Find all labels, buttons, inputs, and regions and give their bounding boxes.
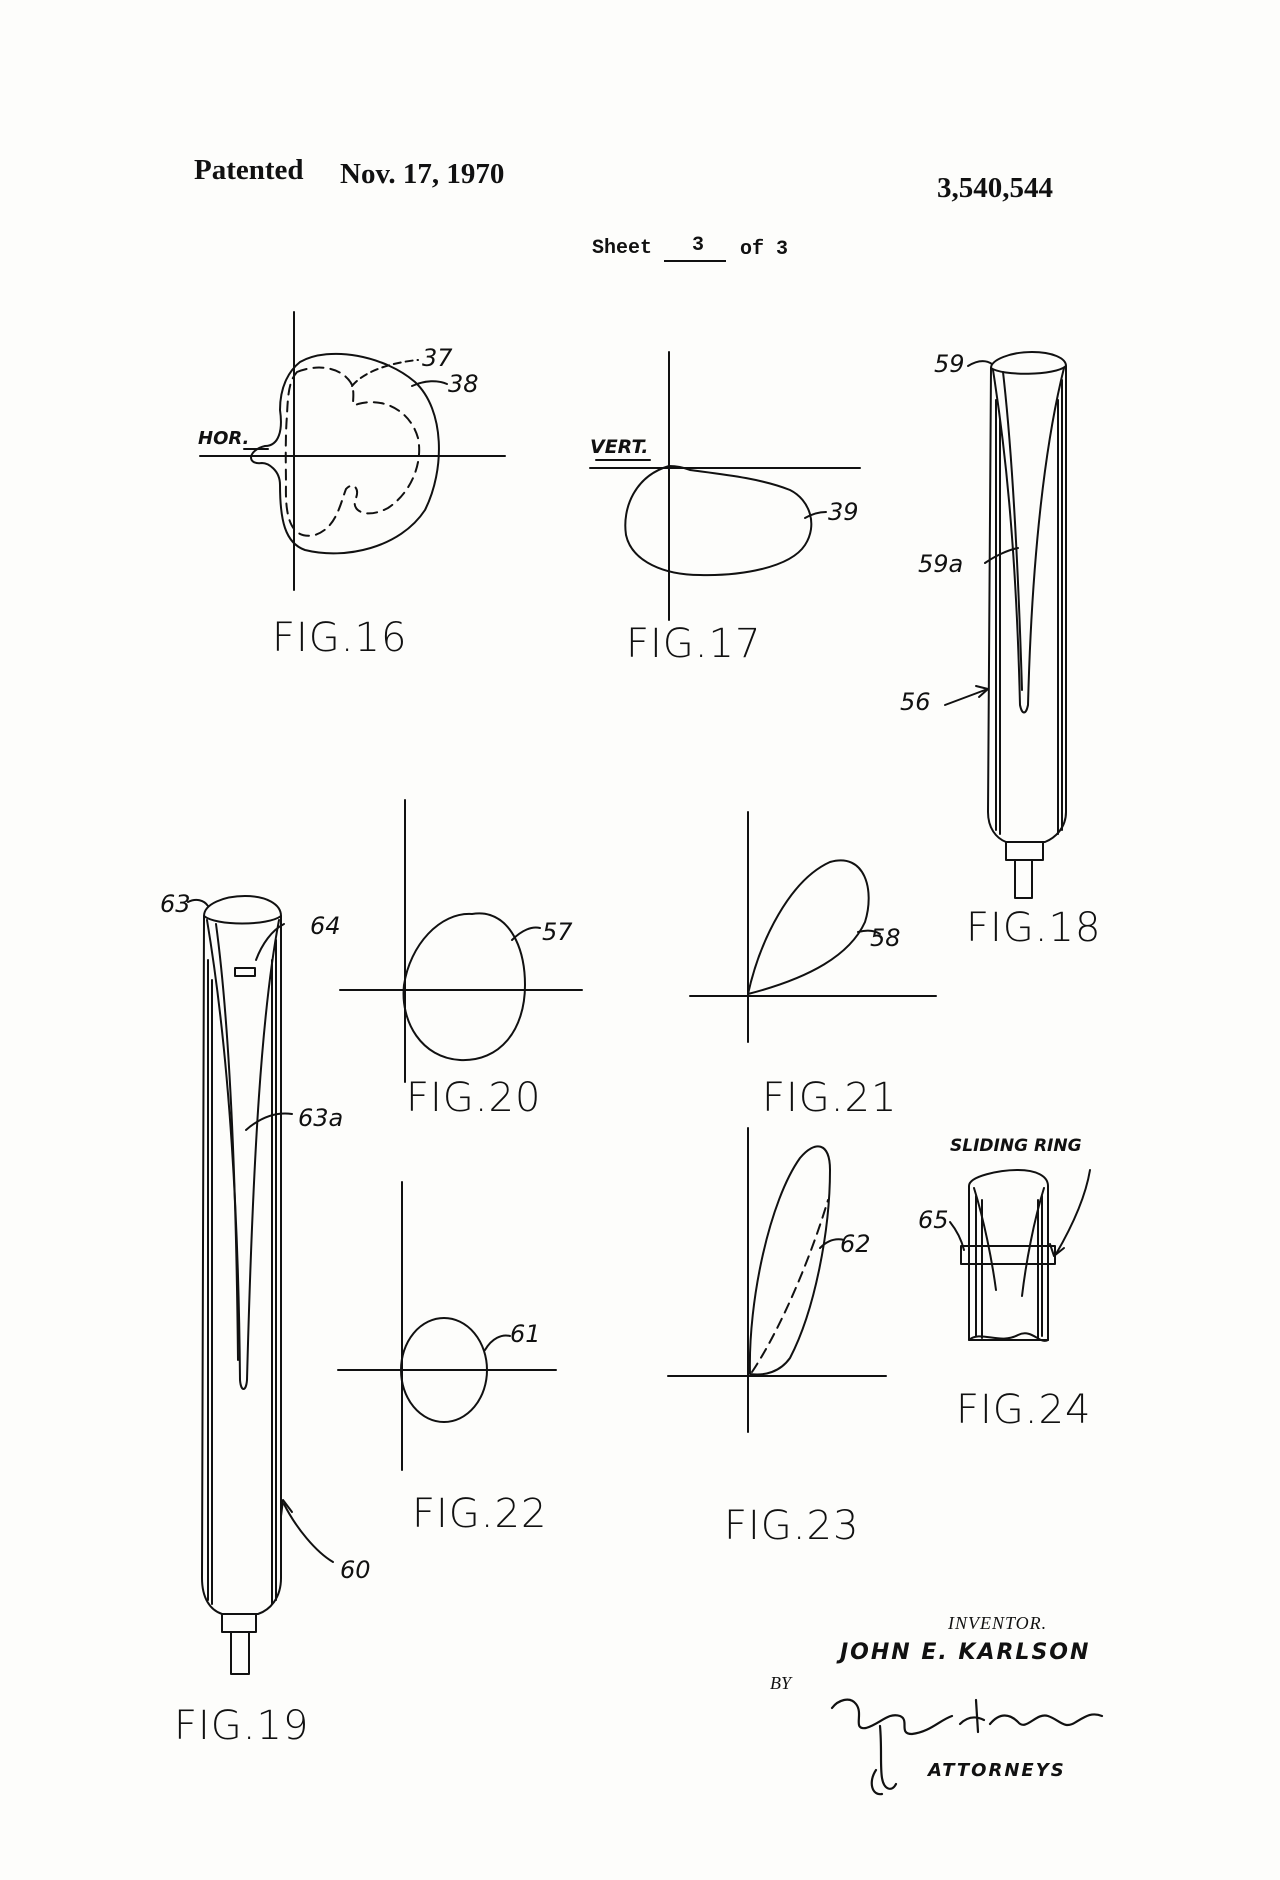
fig20-leader-57: [512, 928, 540, 941]
fig19-drawing: [188, 896, 333, 1674]
fig23-leader-62: [820, 1239, 844, 1248]
fig23-dashed-pattern: [752, 1200, 828, 1372]
fig20-ref-57: 57: [542, 918, 573, 946]
fig22-pattern-61: [401, 1318, 487, 1422]
fig16-axis-label: HOR.: [198, 428, 250, 449]
fig19-leader-60: [284, 1504, 333, 1562]
fig19-ref-63a: 63a: [298, 1104, 344, 1132]
fig23-drawing: [668, 1128, 886, 1432]
fig21-caption: FIG.21: [762, 1075, 898, 1121]
fig19-leader-63: [188, 900, 208, 906]
fig18-slot-59a: [993, 368, 1064, 713]
fig22-ref-61: 61: [510, 1320, 541, 1348]
by-label: BY: [770, 1673, 792, 1693]
fig18-ref-59: 59: [934, 350, 965, 378]
fig22-drawing: [338, 1182, 556, 1470]
fig18-leader-59a: [985, 548, 1018, 563]
fig18-stem: [1015, 860, 1032, 898]
fig24-drawing: [950, 1170, 1090, 1341]
sheet-total: of 3: [740, 238, 789, 261]
fig19-arrowhead-60: [281, 1500, 292, 1516]
fig17-ref-39: 39: [828, 498, 859, 526]
fig18-body-outline: [988, 352, 1066, 842]
fig19-slot-inner: [216, 924, 238, 1360]
fig24-arrowhead-ring: [1050, 1244, 1064, 1256]
fig23-ref-62: 62: [840, 1230, 871, 1258]
fig19-ref-60: 60: [340, 1556, 371, 1584]
fig18-caption: FIG.18: [966, 905, 1102, 951]
patent-date: Nov. 17, 1970: [340, 158, 505, 190]
patented-label: Patented: [194, 154, 304, 186]
fig24-shading: [976, 1196, 1042, 1338]
fig16-dashed-pattern-37: [286, 368, 419, 536]
fig17-leader-39: [805, 512, 826, 518]
fig17-caption: FIG.17: [626, 621, 762, 667]
fig24-ring-label: SLIDING RING: [950, 1136, 1082, 1156]
fig19-caption: FIG.19: [174, 1703, 310, 1749]
fig18-slot-inner: [1003, 372, 1022, 690]
fig16-ref-37: 37: [422, 344, 453, 372]
fig19-top-cap: [204, 916, 281, 924]
fig21-leader-58: [858, 931, 880, 934]
fig18-top-cap: [991, 366, 1066, 374]
sheet-number-underline: [664, 260, 726, 262]
fig24-ref-65: 65: [918, 1206, 949, 1234]
fig19-mark-64: [235, 968, 255, 976]
fig24-slot: [974, 1188, 1044, 1296]
fig16-caption: FIG.16: [272, 615, 408, 661]
fig17-pattern-39: [625, 466, 811, 575]
fig24-leader-65: [950, 1222, 964, 1250]
fig24-caption: FIG.24: [956, 1387, 1092, 1433]
fig24-body: [969, 1170, 1048, 1340]
fig18-ref-56: 56: [900, 688, 931, 716]
fig23-caption: FIG.23: [724, 1503, 860, 1549]
fig24-leader-ring: [1056, 1170, 1090, 1254]
fig20-caption: FIG.20: [406, 1075, 542, 1121]
fig16-drawing: [200, 312, 505, 590]
fig19-body-outline: [202, 896, 281, 1614]
sheet-number: 3: [692, 234, 705, 257]
fig19-leader-64: [256, 924, 284, 960]
fig16-solid-pattern-38: [251, 354, 439, 554]
fig16-leader-37: [352, 360, 418, 386]
fig18-leader-59: [968, 361, 992, 366]
fig18-ref-59a: 59a: [918, 550, 964, 578]
fig20-pattern-57: [404, 913, 525, 1060]
fig17-axis-label: VERT.: [590, 436, 649, 458]
fig19-leader-63a: [246, 1114, 292, 1130]
fig18-drawing: [945, 352, 1066, 898]
fig18-leader-56: [945, 690, 985, 705]
fig23-solid-pattern-62: [750, 1146, 830, 1374]
fig20-drawing: [340, 800, 582, 1082]
fig19-ref-64: 64: [310, 912, 341, 940]
inventor-name: JOHN E. KARLSON: [840, 1640, 1091, 1665]
sheet-label: Sheet: [592, 237, 653, 260]
fig21-ref-58: 58: [870, 924, 901, 952]
fig16-ref-38: 38: [448, 370, 479, 398]
fig16-leader-38: [412, 381, 447, 386]
attorneys-label: ATTORNEYS: [928, 1760, 1066, 1781]
fig22-leader-61: [485, 1336, 510, 1350]
patent-number: 3,540,544: [937, 172, 1053, 204]
fig21-pattern-58: [748, 860, 869, 994]
handwritten-signature-icon: [832, 1700, 1102, 1795]
fig22-caption: FIG.22: [412, 1491, 548, 1537]
fig18-neck: [1006, 842, 1043, 860]
fig21-drawing: [690, 812, 936, 1042]
fig24-broken-end: [969, 1333, 1048, 1341]
fig19-stem: [231, 1632, 249, 1674]
inventor-label: INVENTOR.: [948, 1613, 1048, 1633]
fig19-ref-63: 63: [160, 890, 191, 918]
fig17-drawing: [590, 352, 860, 620]
fig18-arrowhead-56: [976, 686, 988, 697]
fig19-neck: [222, 1614, 256, 1632]
fig19-slot-63a: [207, 920, 279, 1389]
